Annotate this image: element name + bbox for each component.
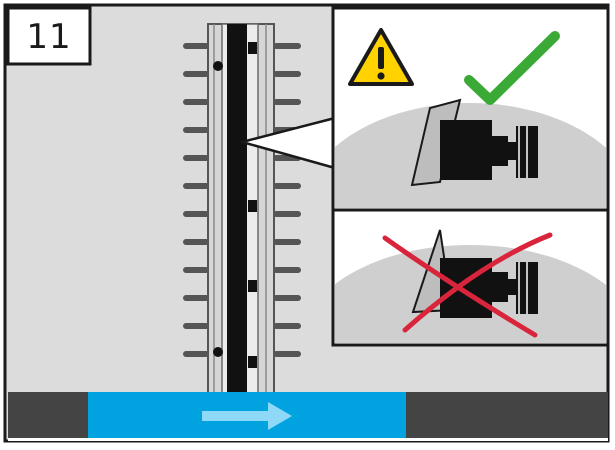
cross-mark-icon [382, 232, 553, 338]
check-mark-icon [464, 31, 560, 105]
chain-pins [213, 42, 257, 368]
step-number: 11 [26, 17, 72, 57]
warning-triangle-icon [348, 28, 414, 86]
conveyor-belt [8, 392, 608, 438]
chain [227, 24, 247, 396]
correct-detail-panel [331, 6, 610, 212]
left-teeth [183, 43, 209, 357]
arrow-right-icon [202, 402, 292, 430]
step-number-box [6, 6, 92, 66]
